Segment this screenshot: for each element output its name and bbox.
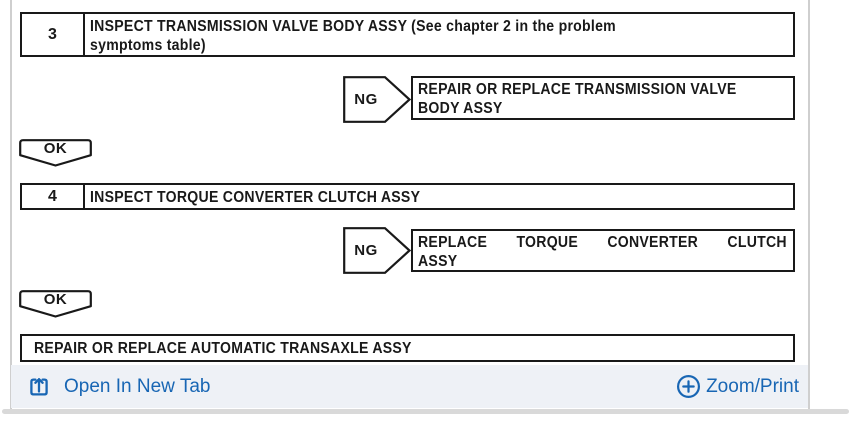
step-3-title-line1: INSPECT TRANSMISSION VALVE BODY ASSY (Se… — [90, 18, 616, 35]
final-action-box: REPAIR OR REPLACE AUTOMATIC TRANSAXLE AS… — [20, 334, 795, 362]
step-3-ng-connector: NG — [343, 76, 411, 123]
step-3-result-line2: BODY ASSY — [418, 99, 503, 117]
step-3-result-line1: REPAIR OR REPLACE TRANSMISSION VALVE — [418, 80, 737, 98]
zoom-plus-circle-icon — [677, 375, 701, 398]
step-4-number: 4 — [22, 185, 85, 208]
step-4-result-line2: ASSY — [418, 252, 458, 270]
step-3-ok-connector: OK — [19, 139, 92, 167]
step-4-result-line1: REPLACE TORQUE CONVERTER CLUTCH — [418, 233, 787, 251]
open-in-new-tab-button[interactable]: Open In New Tab — [28, 376, 210, 398]
step-3-ok-label: OK — [43, 140, 68, 157]
panel-right-border — [808, 0, 810, 414]
step-3-ng-result-box: REPAIR OR REPLACE TRANSMISSION VALVE BOD… — [411, 76, 795, 120]
ng-arrow-pentagon-icon — [343, 227, 411, 274]
viewer-footer-toolbar: Open In New Tab Zoom/Print — [11, 365, 808, 408]
step-3-title-line2: symptoms table) — [90, 37, 206, 54]
ok-banner-icon — [19, 139, 92, 167]
panel-bottom-shadow — [2, 409, 849, 414]
step-4-title: INSPECT TORQUE CONVERTER CLUTCH ASSY — [85, 185, 793, 208]
open-in-new-tab-label: Open In New Tab — [64, 375, 211, 397]
step-4-ng-connector: NG — [343, 227, 411, 274]
step-4-ok-connector: OK — [19, 290, 92, 318]
step-4-ng-result-box: REPLACE TORQUE CONVERTER CLUTCH ASSY — [411, 229, 795, 272]
open-in-new-tab-icon — [30, 377, 48, 396]
step-4-ok-label: OK — [43, 291, 68, 308]
step-3-box: 3 INSPECT TRANSMISSION VALVE BODY ASSY (… — [20, 12, 795, 57]
step-4-title-line1: INSPECT TORQUE CONVERTER CLUTCH ASSY — [90, 189, 421, 206]
zoom-print-button[interactable]: Zoom/Print — [676, 374, 799, 399]
final-action-text: REPAIR OR REPLACE AUTOMATIC TRANSAXLE AS… — [34, 340, 412, 357]
ok-banner-icon — [19, 290, 92, 318]
step-4-box: 4 INSPECT TORQUE CONVERTER CLUTCH ASSY — [20, 183, 795, 210]
step-3-number: 3 — [22, 14, 85, 55]
panel-left-border — [10, 0, 12, 414]
step-3-title: INSPECT TRANSMISSION VALVE BODY ASSY (Se… — [85, 14, 793, 55]
step-4-ng-label: NG — [354, 242, 378, 259]
step-3-ng-label: NG — [354, 91, 378, 108]
zoom-print-label: Zoom/Print — [706, 375, 799, 397]
ng-arrow-pentagon-icon — [343, 76, 411, 123]
